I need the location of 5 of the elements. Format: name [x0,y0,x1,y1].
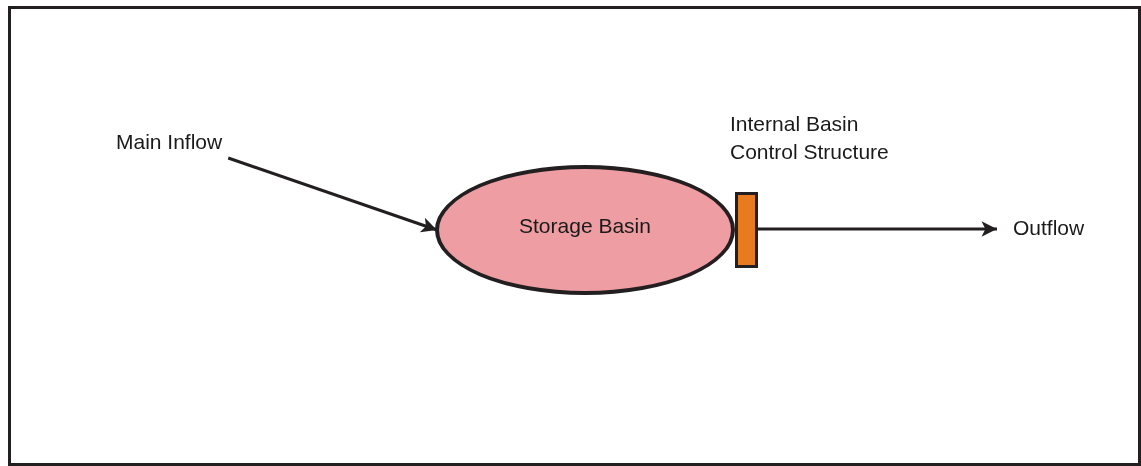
flow-label: Outflow [1013,214,1085,242]
basin-label: Storage Basin [519,212,651,239]
flow-label: Main Inflow [116,128,223,156]
flow-arrow [758,221,997,237]
structure-label: Internal Basin Control Structure [730,111,890,166]
